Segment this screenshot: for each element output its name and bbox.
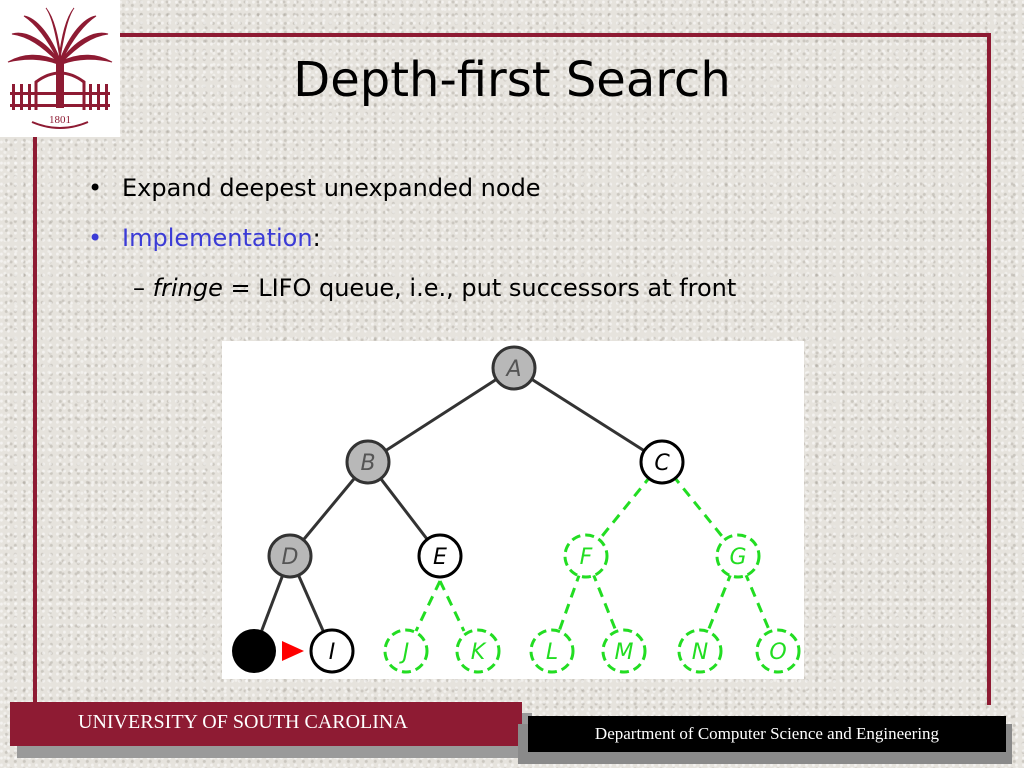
node-label-g: G [729, 545, 746, 570]
tree-node-d: D [267, 533, 313, 579]
logo-year: 1801 [49, 114, 71, 126]
department-banner: Department of Computer Science and Engin… [528, 716, 1006, 752]
current-node-marker-icon [282, 641, 304, 661]
tree-node-i: I [309, 628, 355, 674]
node-label-l: L [546, 640, 558, 665]
edge-a-b [367, 366, 515, 464]
tree-node-k [455, 628, 501, 674]
bullet-item: • Implementation: [88, 224, 321, 252]
sub-bullet-text: = LIFO queue, i.e., put successors at fr… [222, 274, 737, 302]
bullet-colon: : [312, 224, 321, 252]
slide-frame-top [33, 33, 991, 37]
tree-node-c: C [639, 439, 685, 485]
node-label-m: M [615, 640, 634, 665]
university-logo: 1801 [0, 0, 120, 137]
tree-node-e: E [417, 533, 463, 579]
edge-e-j [414, 580, 442, 632]
bullet-text-expand: Expand deepest unexpanded node [122, 174, 541, 202]
edge-a-c [513, 366, 663, 464]
bullet-item: • Expand deepest unexpanded node [88, 174, 541, 202]
search-tree-diagram: A B D C E I [222, 341, 804, 679]
edge-e-k [438, 580, 466, 632]
node-label-a: A [504, 357, 521, 382]
node-label-j: J [399, 640, 410, 665]
university-banner: UNIVERSITY OF SOUTH CAROLINA [10, 702, 522, 746]
node-label-c: C [654, 451, 670, 476]
tree-node-g [715, 533, 761, 579]
palmetto-tree-icon: 1801 [7, 7, 113, 129]
node-label-k: K [471, 640, 487, 665]
tree-node-j [383, 628, 429, 674]
node-label-f: F [580, 545, 593, 570]
node-label-e: E [433, 545, 447, 570]
node-label-o: O [769, 640, 786, 665]
node-label-d: D [282, 545, 299, 570]
slide-frame-right [987, 33, 991, 705]
sub-bullet-dash: – [133, 274, 145, 302]
tree-node-l [529, 628, 575, 674]
bullet-marker: • [88, 174, 103, 202]
tree-node-m [601, 628, 647, 674]
node-label-n: N [692, 640, 708, 665]
tree-node-a: A [491, 345, 537, 391]
tree-node-o [755, 628, 801, 674]
sub-bullet-item: – fringe = LIFO queue, i.e., put success… [133, 274, 736, 302]
node-label-i: I [329, 640, 336, 665]
bullet-marker: • [88, 224, 103, 252]
fringe-term: fringe [152, 274, 223, 302]
bullet-text-implementation: Implementation [122, 224, 313, 252]
tree-node-b: B [345, 439, 391, 485]
tree-node-f [563, 533, 609, 579]
tree-node-current [232, 629, 276, 673]
node-label-b: B [360, 451, 375, 476]
tree-node-n [677, 628, 723, 674]
slide-title: Depth-first Search [293, 52, 731, 108]
search-tree-svg: A B D C E I [232, 345, 801, 674]
slide-frame-left [33, 33, 37, 705]
